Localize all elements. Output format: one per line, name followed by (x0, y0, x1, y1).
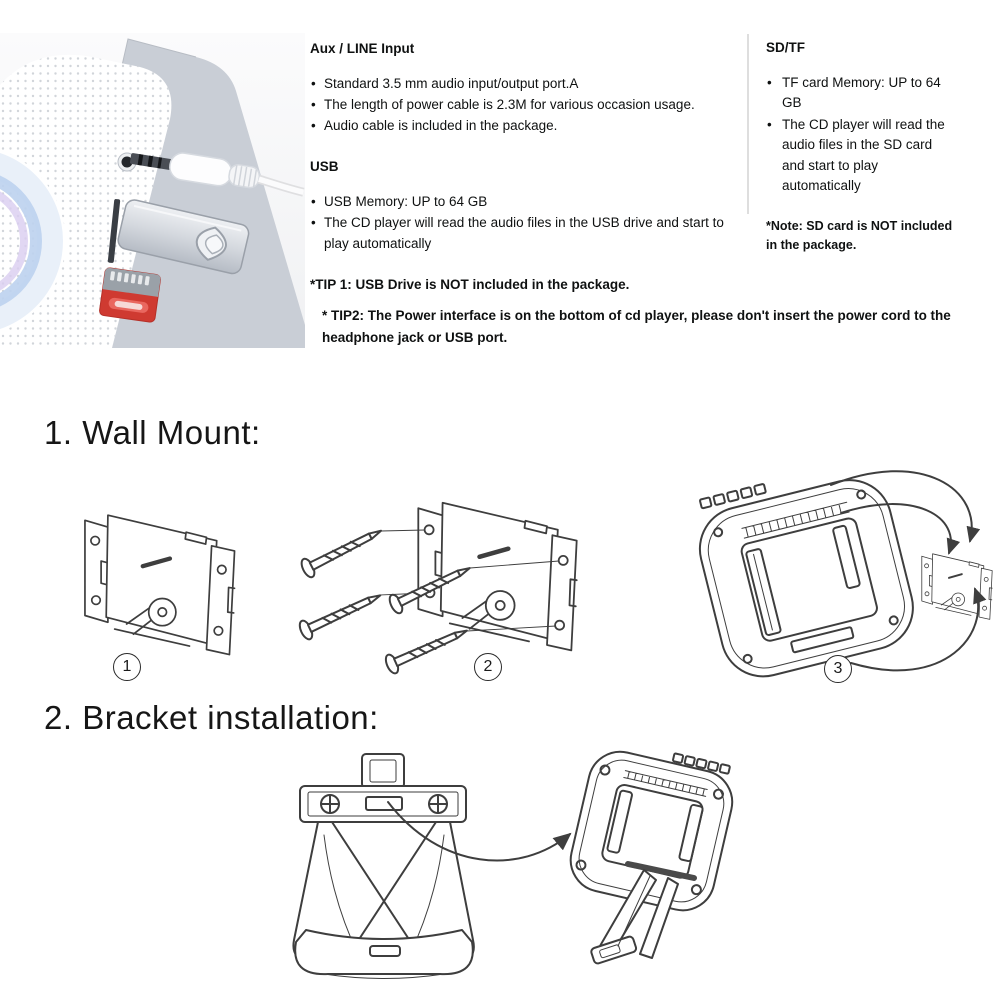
wall-bracket-diagram (62, 470, 302, 685)
product-photo (0, 33, 305, 349)
sd-note: *Note: SD card is NOT included in the pa… (766, 218, 953, 252)
wall-mount-title: 1. Wall Mount: (44, 414, 261, 451)
bullet-item: TF card Memory: UP to 64 GB (766, 73, 953, 114)
sd-bullet-list: TF card Memory: UP to 64 GB The CD playe… (766, 73, 953, 197)
cd-disc-edge (0, 150, 66, 332)
bullet-item: The CD player will read the audio files … (310, 212, 750, 254)
player-with-kickstand-diagram (556, 748, 751, 978)
usb-tip: *TIP 1: USB Drive is NOT included in the… (310, 277, 630, 292)
sd-column: SD/TF TF card Memory: UP to 64 GB The CD… (766, 30, 966, 255)
usb-bullet-list: USB Memory: UP to 64 GB The CD player wi… (310, 191, 750, 254)
stand-bracket-diagram (266, 750, 501, 990)
kickstand (590, 861, 697, 965)
bullet-item: The length of power cable is 2.3M for va… (310, 94, 750, 115)
bullet-item: The CD player will read the audio files … (766, 115, 953, 197)
bullet-item: Standard 3.5 mm audio input/output port.… (310, 73, 750, 94)
bracket-screws-diagram (292, 468, 582, 693)
bullet-item: Audio cable is included in the package. (310, 115, 750, 136)
power-tip: * TIP2: The Power interface is on the bo… (322, 307, 951, 345)
bullet-item: USB Memory: UP to 64 GB (310, 191, 750, 212)
mini-bracket (920, 552, 994, 621)
sd-heading: SD/TF (766, 40, 805, 55)
attach-bracket-to-player-diagram (683, 455, 994, 695)
usb-heading: USB (310, 159, 339, 174)
player-rear (698, 479, 914, 678)
attach-arrows (830, 470, 987, 672)
step-1-badge: 1 (113, 653, 141, 681)
aux-heading: Aux / LINE Input (310, 41, 415, 56)
column-divider (747, 34, 749, 214)
aux-bullet-list: Standard 3.5 mm audio input/output port.… (310, 73, 750, 136)
usb-flash-drive (107, 199, 250, 275)
micro-sd-card (99, 267, 161, 323)
step-3-badge: 3 (824, 655, 852, 683)
aux-usb-column: Aux / LINE Input Standard 3.5 mm audio i… (310, 30, 750, 295)
step-2-badge: 2 (474, 653, 502, 681)
aux-plug (117, 152, 305, 197)
insert-arrow-icon (380, 792, 580, 902)
bracket-installation-title: 2. Bracket installation: (44, 699, 379, 736)
